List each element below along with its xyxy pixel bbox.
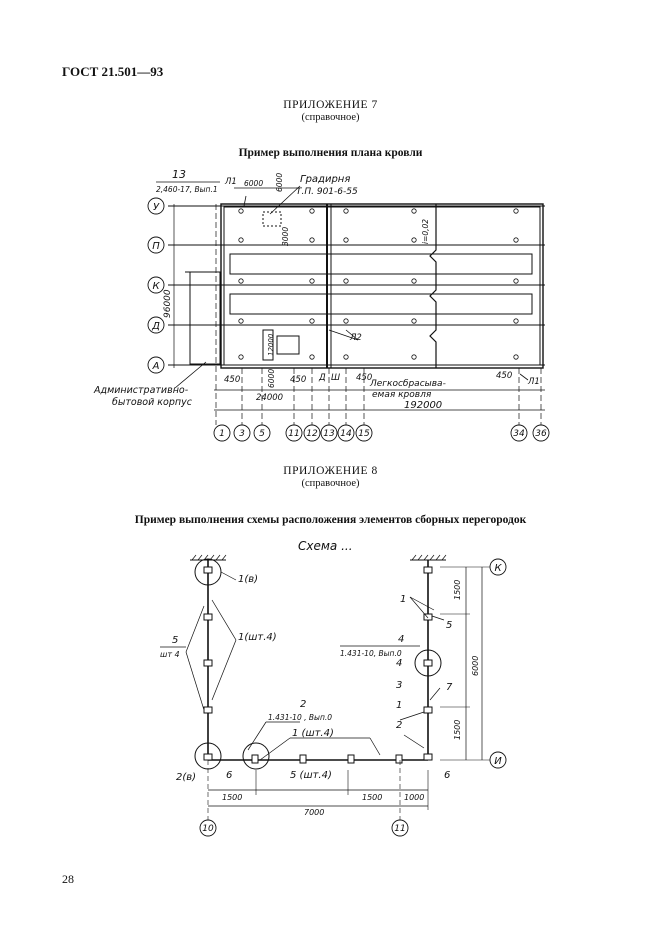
label-2v: 2(в) [176, 772, 196, 783]
dim-1500-top: 1500 [453, 580, 462, 600]
label-r4: 4 [398, 634, 404, 645]
col-label-15: 15 [358, 429, 370, 439]
col-label-13: 13 [323, 429, 335, 439]
dim-450-b: 450 [290, 375, 306, 385]
appendix8-subtitle: (справочное) [301, 478, 360, 489]
label-slope: i=0,02 [421, 219, 430, 244]
appendix8-title: ПРИЛОЖЕНИЕ 8 [283, 465, 378, 477]
label-r3: 3 [396, 680, 402, 691]
dim-6000-b: 6000 [275, 173, 284, 192]
dim-24000: 24000 [256, 393, 283, 403]
col-label-14: 14 [340, 429, 352, 439]
label-l1-right: Л1 [527, 377, 540, 387]
page-number: 28 [62, 872, 74, 886]
dim-1500-bot: 1500 [453, 720, 462, 740]
col-label-1: 1 [219, 429, 225, 439]
row-label-u: У [153, 202, 160, 213]
label-r2: 2 [396, 720, 402, 731]
label-5sht4: 5 (шт.4) [290, 770, 332, 781]
dim-12000: 12000 [267, 333, 275, 356]
col-label-36: 36 [535, 429, 547, 439]
label-r1b: 1 [396, 700, 402, 711]
dim-6000-a: 6000 [244, 179, 263, 188]
appendix7-title: ПРИЛОЖЕНИЕ 7 [283, 99, 378, 111]
label-5-sub: шт 4 [160, 650, 180, 659]
col-label-3: 3 [239, 429, 245, 439]
label-l1: Л1 [224, 177, 237, 187]
col-label-5: 5 [259, 429, 265, 439]
row-label-d: Д [151, 321, 160, 332]
label-roof-2: емая кровля [372, 390, 432, 400]
col-label-12: 12 [306, 429, 318, 439]
appendix7-subtitle: (справочное) [301, 112, 360, 123]
label-roof-1: Легкосбрасыва- [369, 379, 446, 389]
dim-192000: 192000 [404, 400, 442, 411]
label-6-a: 6 [226, 770, 232, 781]
dim-1500-l: 1500 [222, 793, 242, 802]
label-d: Д [318, 373, 326, 383]
dim-450-d: 450 [496, 371, 512, 381]
dim-6000-v: 6000 [471, 656, 480, 676]
dim-96000: 96000 [163, 289, 173, 318]
label-1sht4-a: 1(шт.4) [238, 632, 277, 643]
label-l2: Л2 [349, 333, 362, 343]
row-label-k: К [152, 281, 160, 292]
label-admin-1: Административно- [93, 385, 189, 396]
row-label-k2: К [494, 563, 502, 574]
dim-450-a: 450 [224, 375, 240, 385]
label-6-b: 6 [444, 770, 450, 781]
row-label-p: П [152, 241, 160, 252]
col-label-10: 10 [202, 824, 214, 834]
dim-450-c: 450 [356, 373, 372, 383]
label-sh: Ш [331, 373, 340, 383]
row-label-i: И [494, 756, 502, 767]
col-label-11b: 11 [394, 824, 405, 834]
label-gradirnya-ref: Т.П. 901-6-55 [296, 187, 358, 197]
mark-13-sub: 2,460-17, Вып.1 [156, 185, 218, 194]
label-r5: 5 [446, 620, 452, 631]
label-5: 5 [172, 635, 178, 646]
dim-3000: 3000 [281, 227, 290, 246]
row-label-a: А [152, 361, 160, 372]
label-1v: 1(в) [238, 574, 258, 585]
label-r7: 7 [446, 682, 453, 693]
label-2-sub: 1.431-10 , Вып.0 [268, 713, 332, 722]
label-admin-2: бытовой корпус [112, 397, 193, 408]
label-1sht4-b: 1 (шт.4) [292, 728, 334, 739]
dim-7000: 7000 [304, 808, 324, 817]
label-2: 2 [300, 699, 306, 710]
scheme-label: Схема ... [298, 539, 353, 553]
dim-1500-r: 1500 [362, 793, 382, 802]
col-label-11: 11 [288, 429, 299, 439]
label-r4-sub: 1.431-10, Вып.0 [340, 649, 402, 658]
appendix8-caption: Пример выполнения схемы расположения эле… [134, 514, 527, 526]
col-label-34: 34 [513, 429, 525, 439]
label-r1a: 1 [400, 594, 406, 605]
appendix7-caption: Пример выполнения плана кровли [238, 147, 423, 159]
dim-6000-c: 6000 [267, 369, 276, 388]
standard-header: ГОСТ 21.501—93 [62, 64, 164, 79]
label-gradirnya: Градирня [300, 174, 350, 185]
label-r4b: 4 [396, 658, 402, 669]
mark-13: 13 [172, 168, 186, 181]
dim-1000: 1000 [404, 793, 424, 802]
